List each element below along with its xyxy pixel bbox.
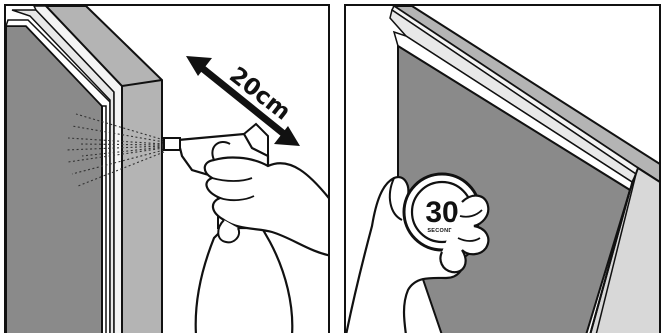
- wait-step-illustration: 30 SECONDS: [346, 6, 661, 333]
- spray-bottle-body: [196, 228, 293, 333]
- wait-step-panel: 30 SECONDS: [344, 4, 661, 333]
- spray-step-panel: 20cm: [4, 4, 330, 333]
- spray-step-illustration: 20cm: [6, 6, 330, 333]
- nozzle: [164, 138, 180, 150]
